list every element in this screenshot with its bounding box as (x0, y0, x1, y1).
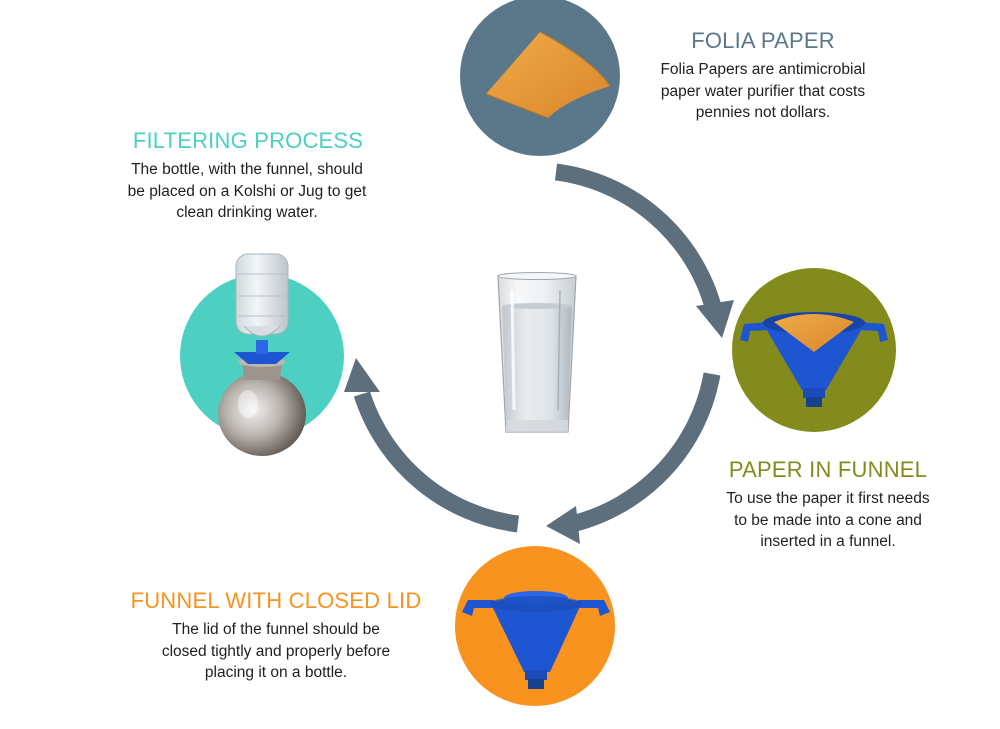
folia-paper-title: FOLIA PAPER (691, 28, 835, 53)
water-glass-icon (497, 272, 577, 433)
bottle-on-kolshi-icon (218, 253, 306, 456)
filtering-process-title: FILTERING PROCESS (132, 128, 364, 153)
arrow-paper-to-funnel (546, 372, 721, 544)
paper-cone-icon (485, 31, 611, 119)
filtering-process-line-2: be placed on a Kolshi or Jug to get (127, 182, 367, 200)
cycle-arrows (344, 163, 734, 544)
paper-in-funnel-title: PAPER IN FUNNEL (728, 457, 928, 482)
filtering-process-line-3: clean drinking water. (176, 204, 318, 221)
folia-paper-image (460, 0, 620, 156)
paper-in-funnel-description: To use the paper it first needs to be ma… (680, 488, 976, 553)
funnel-closed-line-3: placing it on a bottle. (204, 664, 348, 681)
paper-in-funnel-line-3: inserted in a funnel. (760, 533, 896, 550)
funnel-closed-image (455, 546, 615, 706)
paper-in-funnel-line-1: To use the paper it first needs (726, 490, 930, 507)
filtering-process-description: The bottle, with the funnel, should be p… (90, 159, 404, 224)
folia-paper-line-3: pennies not dollars. (695, 104, 831, 121)
arrow-folia-to-paper (554, 163, 734, 338)
funnel-closed-line-1: The lid of the funnel should be (172, 621, 380, 638)
arrow-funnel-to-filtering (344, 358, 520, 533)
folia-paper-line-2: paper water purifier that costs (660, 82, 866, 100)
filtering-process-line-1: The bottle, with the funnel, should (131, 161, 363, 178)
paper-in-funnel-image (732, 268, 896, 432)
closed-funnel-icon (462, 591, 610, 689)
paper-in-funnel-line-2: to be made into a cone and (734, 511, 922, 529)
funnel-with-paper-icon (740, 312, 888, 407)
funnel-closed-description: The lid of the funnel should be closed t… (106, 619, 446, 684)
funnel-closed-line-2: closed tightly and properly before (161, 642, 391, 660)
funnel-closed-title: FUNNEL WITH CLOSED LID (130, 588, 422, 613)
folia-paper-description: Folia Papers are antimicrobial paper wat… (624, 59, 902, 124)
filtering-process-image (180, 253, 344, 456)
folia-paper-line-1: Folia Papers are antimicrobial (660, 61, 866, 78)
